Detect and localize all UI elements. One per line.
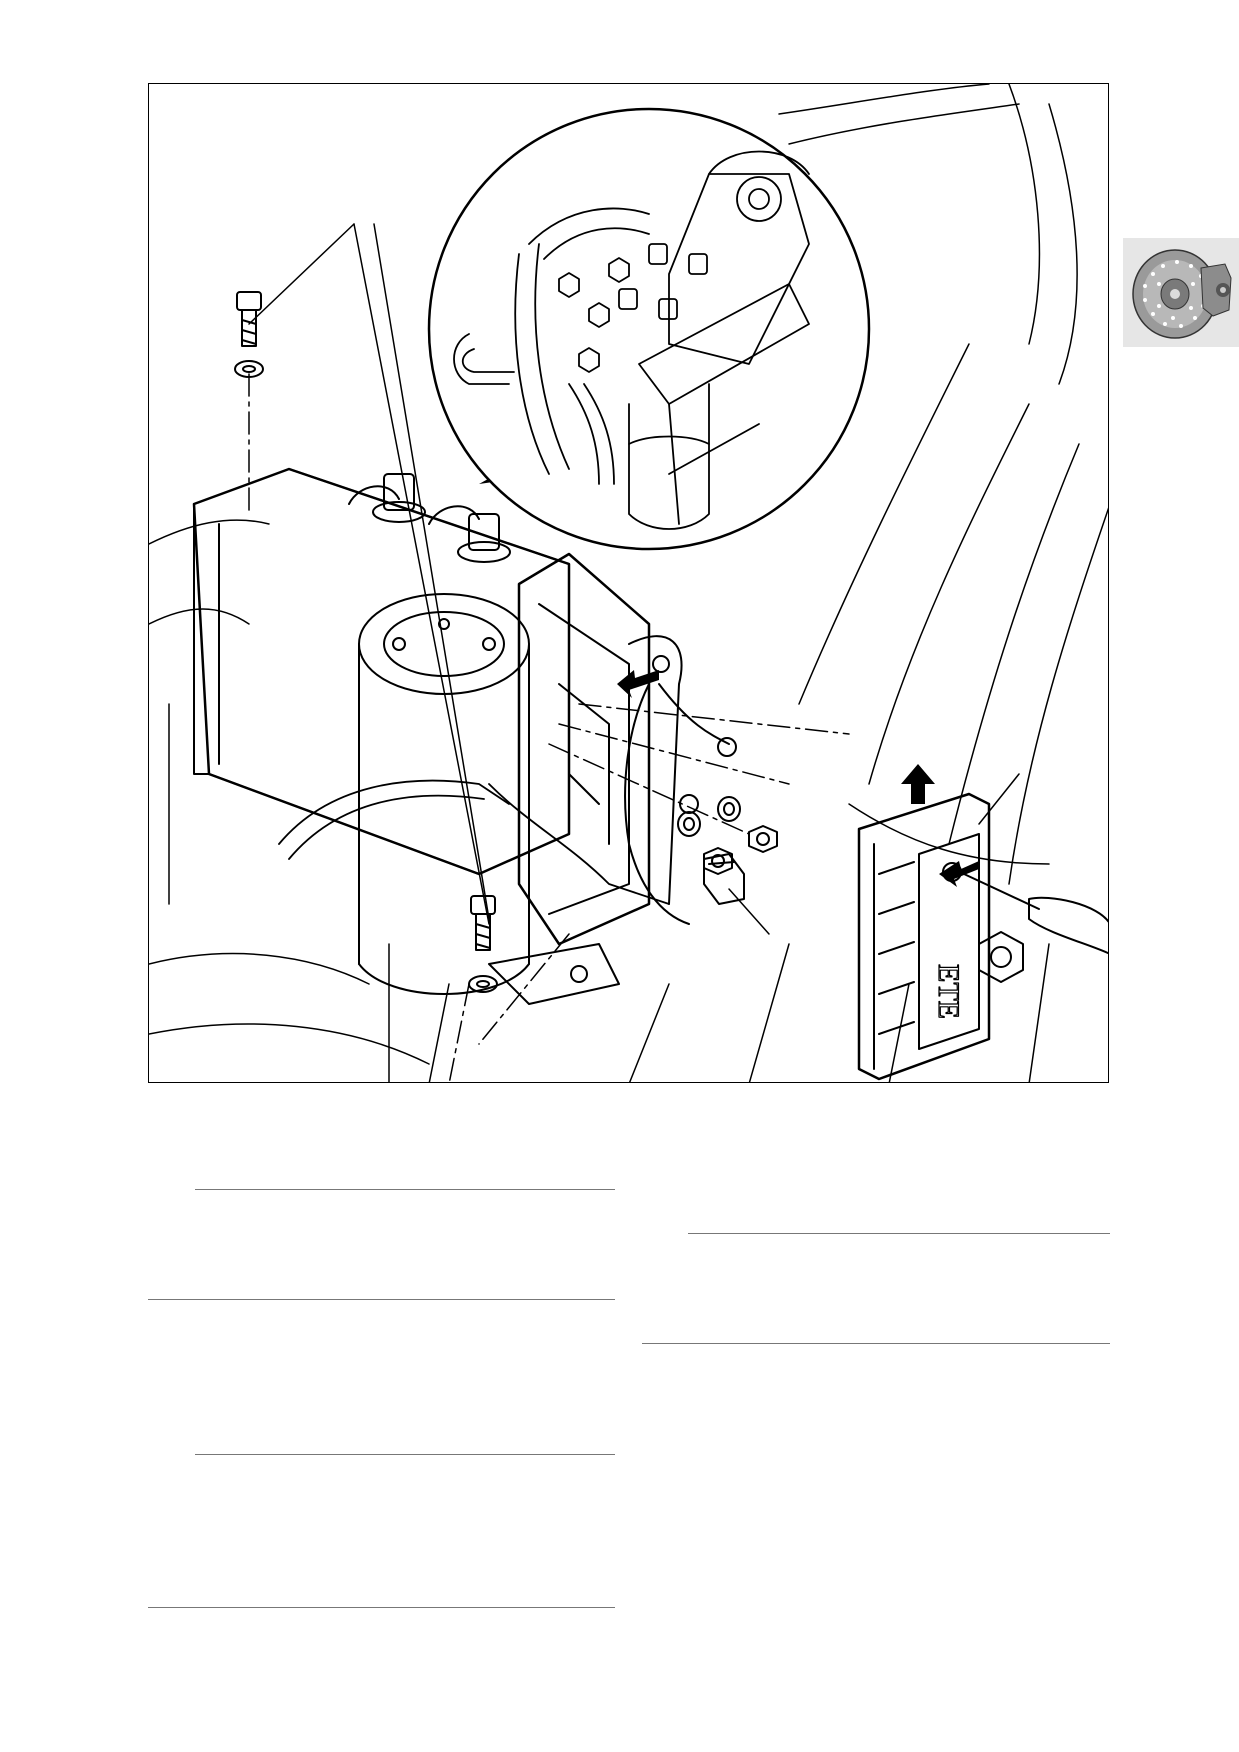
assembly-axes: [248, 373, 850, 1082]
section-tab: [1123, 238, 1239, 347]
connector-housing: [517, 552, 651, 946]
abs-unit-illustration: ETE: [149, 84, 1108, 1082]
abs-housing: [192, 467, 571, 876]
lower-screw: [468, 895, 498, 993]
screwdriver: [963, 873, 1108, 955]
leader-lines: [248, 223, 1020, 935]
illustration-frame: ETE: [148, 83, 1109, 1083]
mounting-bracket: [488, 635, 683, 1005]
text-rule-left-2: [148, 1299, 615, 1300]
detail-view: [427, 107, 871, 551]
cover-plate: ETE: [857, 792, 991, 1081]
text-rule-right-2: [642, 1343, 1110, 1344]
valve-caps: [372, 473, 511, 563]
text-rule-left-4: [148, 1607, 615, 1608]
text-rule-left-1: [195, 1189, 615, 1190]
ground-cable: [624, 683, 737, 925]
frame-nut: [978, 931, 1024, 983]
upper-screw: [234, 291, 264, 378]
text-rule-right-1: [688, 1233, 1110, 1234]
plug-connector: [703, 853, 745, 905]
svg-text:ETE: ETE: [932, 964, 965, 1019]
background-frame-lines: [149, 84, 1108, 1082]
brake-lines: [278, 779, 670, 905]
text-rule-left-3: [195, 1454, 615, 1455]
electric-motor: [358, 593, 530, 995]
brake-disc-icon: [1132, 249, 1232, 339]
